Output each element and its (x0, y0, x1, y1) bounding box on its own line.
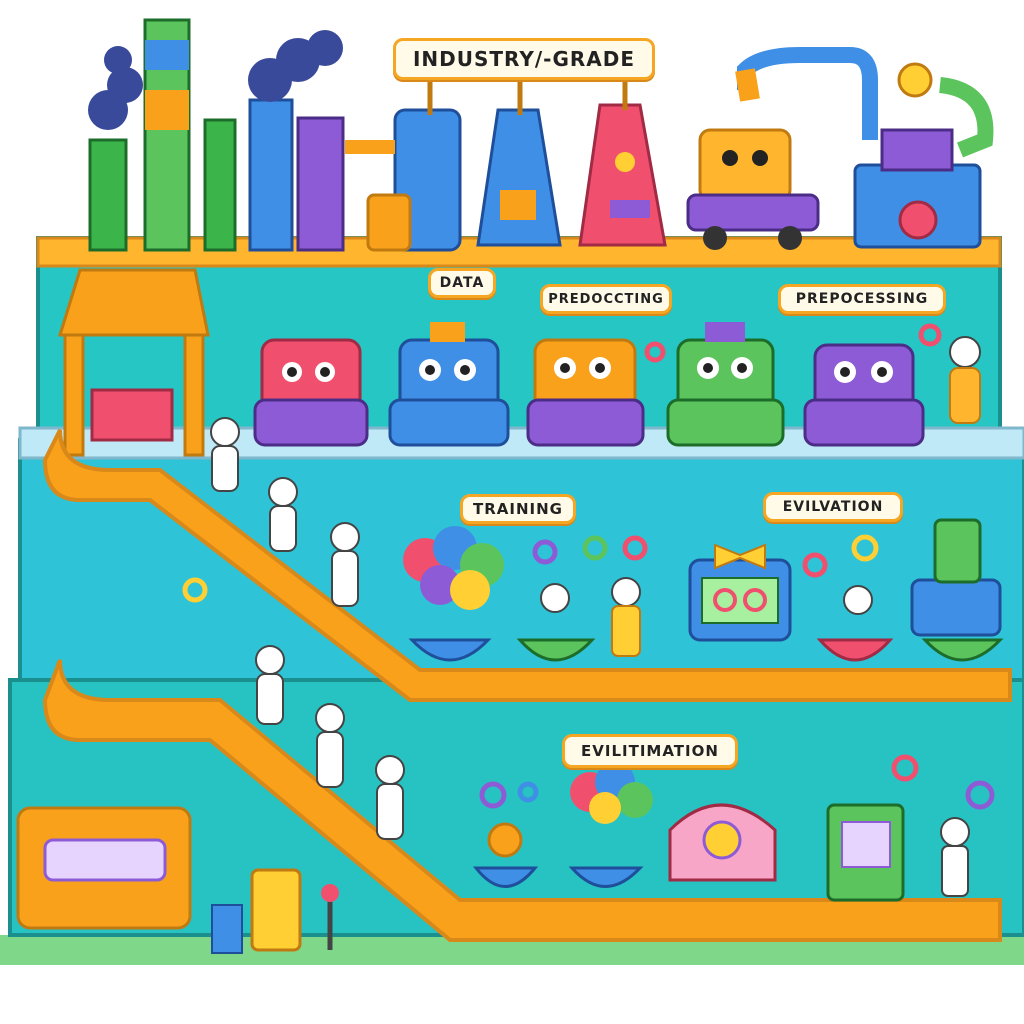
label-prepocessing: PREPOCESSING (778, 284, 946, 314)
robot-orange (526, 338, 645, 447)
slide-workers (210, 417, 405, 840)
robot-purple (803, 343, 925, 447)
banner-title: INDUSTRY/-GRADE (393, 38, 655, 80)
gear-icons (182, 323, 995, 810)
evilitimation-area (16, 762, 970, 954)
robot-green (666, 322, 785, 447)
label-evilvation: EVILVATION (763, 492, 903, 522)
upper-slide (42, 429, 1012, 702)
robot-red (253, 338, 369, 447)
top-machines (476, 47, 994, 250)
evilvation-area (688, 518, 1004, 662)
label-training: TRAINING (460, 494, 576, 524)
smokestacks (88, 18, 462, 252)
training-area (403, 526, 641, 662)
worker-top-right (949, 336, 981, 424)
label-data: DATA (428, 268, 496, 298)
label-evilitimation: EVILITIMATION (562, 734, 738, 768)
robots-row (253, 322, 981, 447)
robot-blue (388, 322, 510, 447)
label-predoccting: PREDOCCTING (540, 284, 672, 314)
left-tower (57, 268, 210, 457)
lower-slide (42, 659, 1002, 942)
